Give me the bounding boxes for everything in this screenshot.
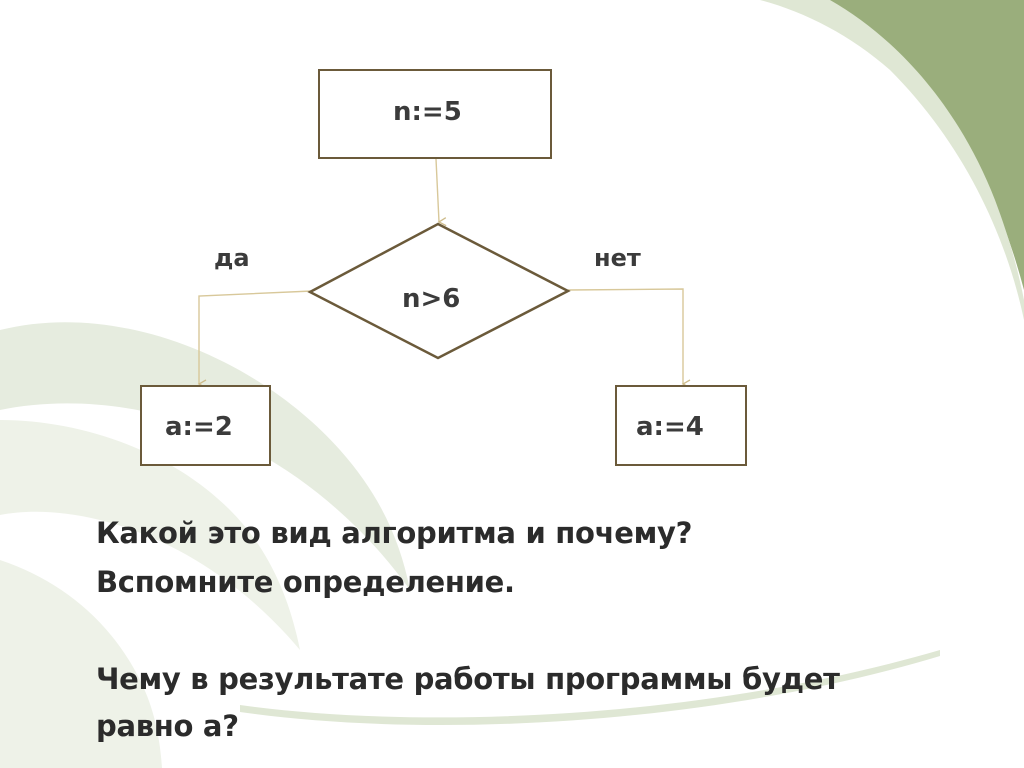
no-process-box xyxy=(615,385,747,466)
top-right-light-swoosh xyxy=(760,0,1024,320)
no-branch-label: нет xyxy=(594,244,641,272)
bottom-curve xyxy=(240,650,940,726)
connector-start-to-condition xyxy=(435,158,447,227)
question-2-line-1: Чему в результате работы программы будет xyxy=(96,662,840,696)
connector-condition-to-yes xyxy=(197,290,313,389)
condition-diamond xyxy=(307,222,571,360)
yes-process-box xyxy=(140,385,271,466)
start-process-box xyxy=(318,69,552,159)
left-light-swoosh-2 xyxy=(0,420,300,650)
connector-condition-to-no xyxy=(567,288,691,389)
question-1-line-1: Какой это вид алгоритма и почему? xyxy=(96,516,693,550)
question-1-line-2: Вспомните определение. xyxy=(96,565,515,599)
question-2-line-2: равно а? xyxy=(96,709,239,743)
condition-text: n>6 xyxy=(402,284,461,314)
left-light-swoosh xyxy=(0,322,410,590)
start-process-text: n:=5 xyxy=(393,97,462,127)
yes-branch-label: да xyxy=(214,244,250,272)
top-right-green-swoosh xyxy=(820,0,1024,290)
no-process-text: a:=4 xyxy=(636,412,704,442)
bottom-left-swoosh xyxy=(0,560,162,768)
yes-process-text: a:=2 xyxy=(165,412,233,442)
